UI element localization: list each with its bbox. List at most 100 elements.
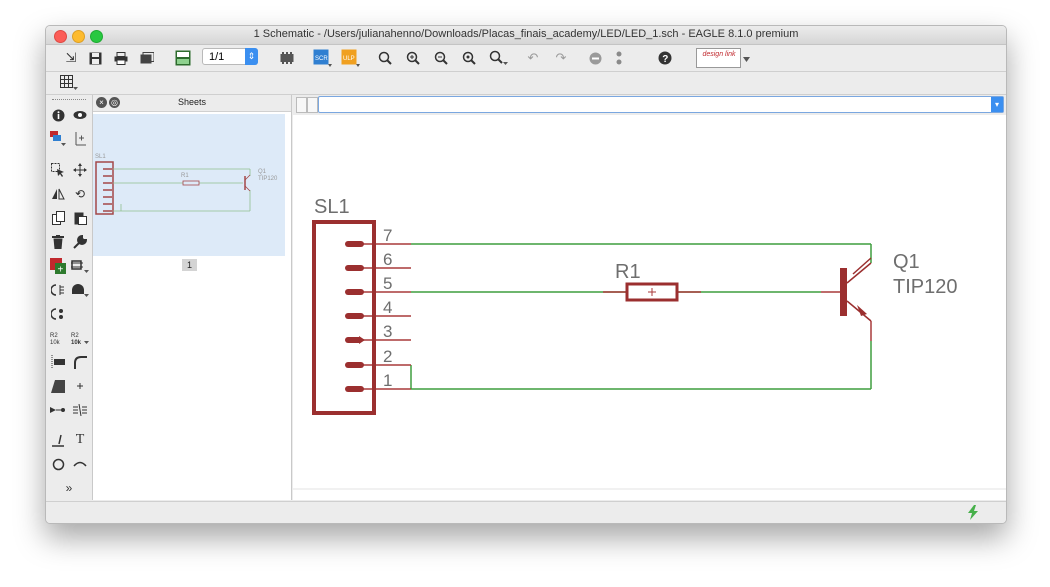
bus-icon[interactable] — [71, 401, 89, 419]
pin-swap-icon[interactable] — [49, 281, 67, 299]
mark-icon[interactable] — [71, 130, 89, 148]
net-icon[interactable] — [49, 401, 67, 419]
script-icon[interactable]: SCR — [312, 48, 334, 68]
resistor-r1-body[interactable] — [625, 282, 679, 302]
text-icon[interactable]: T — [75, 432, 85, 447]
ulp-icon[interactable]: ULP — [340, 48, 362, 68]
sheets-title: Sheets — [177, 97, 207, 107]
lightning-icon[interactable] — [967, 505, 979, 523]
print-icon[interactable] — [112, 48, 130, 68]
command-toggle-icon[interactable] — [296, 97, 307, 113]
close-panel-icon[interactable]: × — [96, 97, 107, 108]
zoom-redraw-icon[interactable] — [460, 48, 478, 68]
rotate-icon[interactable]: ⟲ — [74, 187, 86, 201]
smash-icon[interactable] — [49, 353, 67, 371]
move-icon[interactable] — [71, 161, 89, 179]
split-icon[interactable] — [49, 377, 67, 395]
info-icon[interactable] — [49, 106, 67, 124]
command-dropdown-icon[interactable]: ▾ — [991, 97, 1003, 112]
layers-icon[interactable] — [49, 130, 67, 148]
zoom-select-icon[interactable] — [488, 48, 510, 68]
sheet-select-arrow-icon[interactable]: ⇕ — [245, 48, 258, 65]
package-icon[interactable] — [278, 48, 296, 68]
close-window-button[interactable] — [54, 30, 67, 43]
q1-collector-line-2 — [852, 257, 872, 275]
paste-icon[interactable] — [71, 209, 89, 227]
thumb-connector-label: SL1 — [95, 154, 106, 160]
transistor-name-label: Q1 — [893, 251, 920, 273]
zoom-out-icon[interactable] — [432, 48, 450, 68]
thumb-q-value-label: TIP120 — [258, 176, 278, 182]
eye-icon[interactable] — [71, 106, 89, 124]
main-toolbar: ⇲ 1/1 ⇕ SCR ULP — [46, 45, 1006, 72]
minimize-window-button[interactable] — [72, 30, 85, 43]
svg-text:ULP: ULP — [343, 56, 355, 62]
sheet-select-value: 1/1 — [209, 51, 225, 63]
svg-text:SCR: SCR — [315, 56, 328, 62]
replace-icon[interactable] — [71, 257, 89, 275]
float-panel-icon[interactable]: ◎ — [109, 97, 120, 108]
thumb-q-label: Q1 — [258, 169, 267, 175]
copy-icon[interactable] — [49, 209, 67, 227]
mirror-icon[interactable] — [49, 185, 67, 203]
grid-icon[interactable] — [60, 73, 80, 93]
thumb-resistor-label: R1 — [181, 173, 189, 179]
board-switch-icon[interactable] — [174, 48, 192, 68]
redo-icon[interactable]: ↷ — [555, 50, 567, 65]
invoke-icon[interactable] — [49, 305, 67, 323]
open-icon[interactable]: ⇲ — [65, 50, 77, 65]
line-icon[interactable] — [49, 431, 67, 449]
transistor-value-label: TIP120 — [893, 276, 957, 298]
sheets-header: × ◎ Sheets — [93, 95, 291, 112]
more-icon[interactable]: » — [65, 481, 73, 495]
q1-emitter-arrow — [857, 305, 867, 316]
toolbox-grip — [52, 99, 86, 100]
connector-sl1-body[interactable] — [312, 220, 376, 415]
delete-icon[interactable] — [49, 233, 67, 251]
sheet-number[interactable]: 1 — [182, 259, 197, 271]
arc-icon[interactable] — [71, 455, 89, 473]
select-icon[interactable] — [49, 161, 67, 179]
wrench-icon[interactable] — [71, 233, 89, 251]
maximize-window-button[interactable] — [90, 30, 103, 43]
cam-icon[interactable] — [138, 48, 156, 68]
svg-text:?: ? — [662, 54, 668, 65]
circle-icon[interactable] — [49, 455, 67, 473]
svg-text:R2: R2 — [71, 333, 79, 339]
save-icon[interactable] — [86, 48, 104, 68]
zoom-in-icon[interactable] — [404, 48, 422, 68]
q1-emitter-line — [846, 300, 872, 322]
go-icon[interactable] — [612, 48, 626, 68]
window-title: 1 Schematic - /Users/julianahenno/Downlo… — [253, 28, 799, 40]
pin-label-3: 3 — [383, 322, 392, 341]
design-link-button[interactable]: design link — [696, 48, 752, 68]
plus-small-icon[interactable] — [71, 377, 89, 395]
stop-icon[interactable] — [586, 48, 604, 68]
sheet-thumbnail[interactable]: SL1 R1 Q1 TIP120 — [93, 114, 285, 256]
transistor-q1-base[interactable] — [840, 268, 847, 316]
svg-text:+: + — [58, 265, 64, 275]
miter-icon[interactable] — [71, 353, 89, 371]
command-row: ▾ — [293, 95, 1006, 115]
add-part-icon[interactable]: + — [49, 257, 67, 275]
command-input[interactable]: ▾ — [318, 96, 1004, 113]
gate-swap-icon[interactable] — [71, 281, 89, 299]
title-bar: 1 Schematic - /Users/julianahenno/Downlo… — [46, 26, 1006, 45]
sheets-panel: × ◎ Sheets — [93, 95, 292, 500]
pin-3-arrow — [359, 336, 365, 344]
undo-icon[interactable]: ↶ — [527, 50, 539, 65]
pin-label-6: 6 — [383, 250, 392, 269]
pin-label-2: 2 — [383, 347, 392, 366]
command-history-icon[interactable] — [307, 97, 318, 113]
pin-label-4: 4 — [383, 298, 392, 317]
sheet-select[interactable]: 1/1 ⇕ — [202, 48, 258, 65]
pin-label-5: 5 — [383, 274, 392, 293]
schematic-canvas[interactable]: ▾ — [293, 95, 1006, 500]
zoom-fit-icon[interactable] — [376, 48, 394, 68]
svg-text:R2: R2 — [50, 333, 58, 339]
help-icon[interactable]: ? — [656, 48, 674, 68]
pin-label-1: 1 — [383, 371, 392, 390]
svg-text:10k: 10k — [50, 340, 61, 345]
